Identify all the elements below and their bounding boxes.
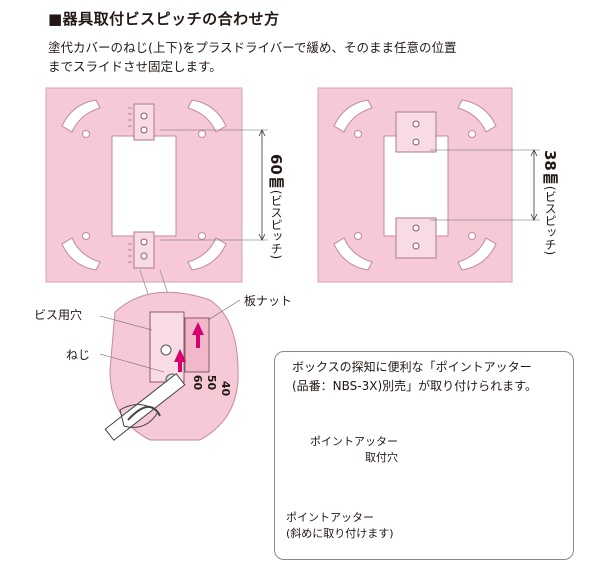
left-pitch-label: 60㎜(ビスピッチ)	[267, 154, 285, 260]
plate-nut-label: 板ナット	[244, 294, 293, 308]
screwdriver-icon	[104, 373, 186, 441]
right-pitch-label: 38㎜(ビスピッチ)	[541, 150, 559, 256]
center-mark-text: 中心	[472, 461, 491, 471]
mount-hole-label: ポイントアッター 取付穴	[310, 435, 398, 464]
scale-mark-60: 60	[191, 374, 205, 391]
callout-line-1: ボックスの探知に便利な「ポイントアッター	[292, 360, 532, 374]
screw-hole-label: ビス用穴	[34, 308, 83, 322]
pointer-label: ポイントアッター (斜めに取り付けます)	[286, 511, 394, 540]
scale-mark-40: 40	[219, 380, 233, 397]
scale-mark-50: 50	[205, 374, 219, 391]
screw-label: ねじ	[66, 348, 91, 362]
instruction-text: 塗代カバーのねじ(上下)をプラスドライバーで緩め、そのまま任意の位置 までスライ…	[48, 38, 588, 76]
pointer-callout-box	[274, 351, 574, 560]
instruction-line-2: までスライドさせ固定します。	[48, 59, 222, 74]
slide-up-arrow-icon	[174, 322, 204, 372]
right-cover-plate	[317, 87, 540, 283]
screw-detail-zoom	[99, 291, 241, 441]
callout-text: ボックスの探知に便利な「ポイントアッター (品番：NBS-3X)別売」が取り付け…	[292, 358, 537, 396]
left-cover-plate	[45, 87, 268, 301]
section-heading: ■器具取付ビスピッチの合わせ方	[48, 10, 280, 28]
callout-line-2: (品番：NBS-3X)別売」が取り付けられます。	[292, 379, 537, 393]
instruction-line-1: 塗代カバーのねじ(上下)をプラスドライバーで緩め、そのまま任意の位置	[48, 40, 457, 55]
